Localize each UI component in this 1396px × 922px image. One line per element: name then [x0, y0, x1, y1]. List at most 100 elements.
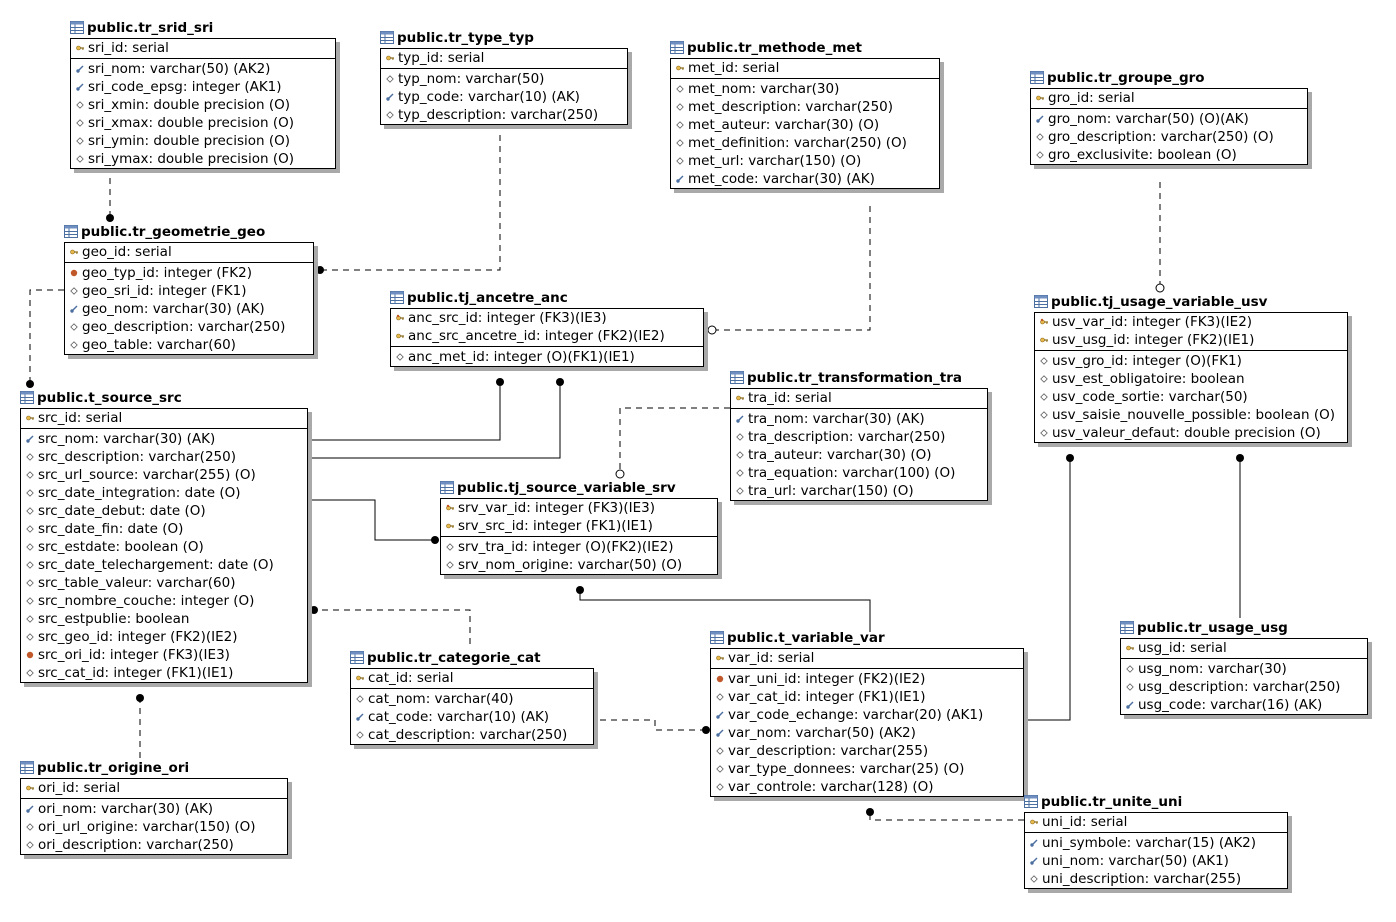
primary-key-column[interactable]: sri_id: serial	[71, 39, 335, 57]
column-row[interactable]: geo_sri_id: integer (FK1)	[65, 282, 313, 300]
column-row[interactable]: src_nom: varchar(30) (AK)	[21, 430, 307, 448]
column-row[interactable]: geo_table: varchar(60)	[65, 336, 313, 354]
primary-key-column[interactable]: typ_id: serial	[381, 49, 627, 67]
column-row[interactable]: src_ori_id: integer (FK3)(IE3)	[21, 646, 307, 664]
column-row[interactable]: typ_description: varchar(250)	[381, 106, 627, 124]
column-row[interactable]: srv_tra_id: integer (O)(FK2)(IE2)	[441, 538, 717, 556]
column-row[interactable]: uni_description: varchar(255)	[1025, 870, 1287, 888]
column-row[interactable]: sri_code_epsg: integer (AK1)	[71, 78, 335, 96]
table-title[interactable]: public.tj_source_variable_srv	[440, 478, 676, 498]
column-row[interactable]: tra_nom: varchar(30) (AK)	[731, 410, 987, 428]
table-title[interactable]: public.tr_usage_usg	[1120, 618, 1288, 638]
column-row[interactable]: var_code_echange: varchar(20) (AK1)	[711, 706, 1023, 724]
table-title[interactable]: public.tr_unite_uni	[1024, 792, 1182, 812]
primary-key-column[interactable]: srv_var_id: integer (FK3)(IE3)	[441, 499, 717, 517]
primary-key-column[interactable]: tra_id: serial	[731, 389, 987, 407]
primary-key-column[interactable]: gro_id: serial	[1031, 89, 1307, 107]
column-row[interactable]: geo_typ_id: integer (FK2)	[65, 264, 313, 282]
column-row[interactable]: cat_code: varchar(10) (AK)	[351, 708, 593, 726]
table-title[interactable]: public.t_source_src	[20, 388, 182, 408]
column-row[interactable]: usv_gro_id: integer (O)(FK1)	[1035, 352, 1347, 370]
primary-key-column[interactable]: anc_src_id: integer (FK3)(IE3)	[391, 309, 703, 327]
column-row[interactable]: gro_exclusivite: boolean (O)	[1031, 146, 1307, 164]
column-row[interactable]: var_type_donnees: varchar(25) (O)	[711, 760, 1023, 778]
column-row[interactable]: usg_nom: varchar(30)	[1121, 660, 1367, 678]
column-row[interactable]: sri_ymax: double precision (O)	[71, 150, 335, 168]
primary-key-column[interactable]: src_id: serial	[21, 409, 307, 427]
column-row[interactable]: src_estpublie: boolean	[21, 610, 307, 628]
column-row[interactable]: uni_symbole: varchar(15) (AK2)	[1025, 834, 1287, 852]
column-row[interactable]: src_date_integration: date (O)	[21, 484, 307, 502]
table-title[interactable]: public.tr_groupe_gro	[1030, 68, 1205, 88]
column-row[interactable]: ori_description: varchar(250)	[21, 836, 287, 854]
table-title[interactable]: public.tr_categorie_cat	[350, 648, 541, 668]
table-title[interactable]: public.tr_methode_met	[670, 38, 862, 58]
primary-key-column[interactable]: ori_id: serial	[21, 779, 287, 797]
column-row[interactable]: src_estdate: boolean (O)	[21, 538, 307, 556]
column-row[interactable]: gro_nom: varchar(50) (O)(AK)	[1031, 110, 1307, 128]
column-row[interactable]: sri_ymin: double precision (O)	[71, 132, 335, 150]
primary-key-column[interactable]: usv_usg_id: integer (FK2)(IE1)	[1035, 331, 1347, 349]
primary-key-column[interactable]: var_id: serial	[711, 649, 1023, 667]
column-row[interactable]: tra_url: varchar(150) (O)	[731, 482, 987, 500]
column-row[interactable]: sri_nom: varchar(50) (AK2)	[71, 60, 335, 78]
column-row[interactable]: met_description: varchar(250)	[671, 98, 939, 116]
column-row[interactable]: tra_equation: varchar(100) (O)	[731, 464, 987, 482]
table-title[interactable]: public.tr_srid_sri	[70, 18, 213, 38]
column-row[interactable]: ori_nom: varchar(30) (AK)	[21, 800, 287, 818]
table-title[interactable]: public.tr_origine_ori	[20, 758, 189, 778]
column-row[interactable]: ori_url_origine: varchar(150) (O)	[21, 818, 287, 836]
primary-key-column[interactable]: cat_id: serial	[351, 669, 593, 687]
column-row[interactable]: met_nom: varchar(30)	[671, 80, 939, 98]
column-row[interactable]: met_url: varchar(150) (O)	[671, 152, 939, 170]
column-row[interactable]: cat_description: varchar(250)	[351, 726, 593, 744]
column-row[interactable]: typ_code: varchar(10) (AK)	[381, 88, 627, 106]
column-row[interactable]: src_description: varchar(250)	[21, 448, 307, 466]
column-row[interactable]: uni_nom: varchar(50) (AK1)	[1025, 852, 1287, 870]
column-row[interactable]: srv_nom_origine: varchar(50) (O)	[441, 556, 717, 574]
column-row[interactable]: usv_saisie_nouvelle_possible: boolean (O…	[1035, 406, 1347, 424]
column-row[interactable]: var_uni_id: integer (FK2)(IE2)	[711, 670, 1023, 688]
column-row[interactable]: src_cat_id: integer (FK1)(IE1)	[21, 664, 307, 682]
column-row[interactable]: usv_code_sortie: varchar(50)	[1035, 388, 1347, 406]
column-row[interactable]: tra_description: varchar(250)	[731, 428, 987, 446]
column-row[interactable]: geo_description: varchar(250)	[65, 318, 313, 336]
column-row[interactable]: src_date_telechargement: date (O)	[21, 556, 307, 574]
table-title[interactable]: public.tr_geometrie_geo	[64, 222, 265, 242]
table-title[interactable]: public.tr_transformation_tra	[730, 368, 962, 388]
primary-key-column[interactable]: usv_var_id: integer (FK3)(IE2)	[1035, 313, 1347, 331]
column-row[interactable]: src_date_debut: date (O)	[21, 502, 307, 520]
column-row[interactable]: tra_auteur: varchar(30) (O)	[731, 446, 987, 464]
table-title[interactable]: public.tj_ancetre_anc	[390, 288, 568, 308]
column-row[interactable]: met_definition: varchar(250) (O)	[671, 134, 939, 152]
primary-key-column[interactable]: usg_id: serial	[1121, 639, 1367, 657]
column-row[interactable]: var_nom: varchar(50) (AK2)	[711, 724, 1023, 742]
column-row[interactable]: usg_code: varchar(16) (AK)	[1121, 696, 1367, 714]
table-title[interactable]: public.t_variable_var	[710, 628, 885, 648]
column-row[interactable]: src_nombre_couche: integer (O)	[21, 592, 307, 610]
table-title[interactable]: public.tj_usage_variable_usv	[1034, 292, 1267, 312]
primary-key-column[interactable]: geo_id: serial	[65, 243, 313, 261]
column-row[interactable]: cat_nom: varchar(40)	[351, 690, 593, 708]
column-row[interactable]: src_url_source: varchar(255) (O)	[21, 466, 307, 484]
primary-key-column[interactable]: uni_id: serial	[1025, 813, 1287, 831]
column-row[interactable]: src_table_valeur: varchar(60)	[21, 574, 307, 592]
column-row[interactable]: var_controle: varchar(128) (O)	[711, 778, 1023, 796]
table-title[interactable]: public.tr_type_typ	[380, 28, 534, 48]
column-row[interactable]: anc_met_id: integer (O)(FK1)(IE1)	[391, 348, 703, 366]
column-row[interactable]: src_date_fin: date (O)	[21, 520, 307, 538]
column-row[interactable]: typ_nom: varchar(50)	[381, 70, 627, 88]
column-row[interactable]: geo_nom: varchar(30) (AK)	[65, 300, 313, 318]
column-row[interactable]: usv_valeur_defaut: double precision (O)	[1035, 424, 1347, 442]
column-row[interactable]: met_code: varchar(30) (AK)	[671, 170, 939, 188]
column-row[interactable]: met_auteur: varchar(30) (O)	[671, 116, 939, 134]
primary-key-column[interactable]: met_id: serial	[671, 59, 939, 77]
column-row[interactable]: var_description: varchar(255)	[711, 742, 1023, 760]
column-row[interactable]: sri_xmax: double precision (O)	[71, 114, 335, 132]
column-row[interactable]: src_geo_id: integer (FK2)(IE2)	[21, 628, 307, 646]
primary-key-column[interactable]: anc_src_ancetre_id: integer (FK2)(IE2)	[391, 327, 703, 345]
column-row[interactable]: gro_description: varchar(250) (O)	[1031, 128, 1307, 146]
column-row[interactable]: var_cat_id: integer (FK1)(IE1)	[711, 688, 1023, 706]
primary-key-column[interactable]: srv_src_id: integer (FK1)(IE1)	[441, 517, 717, 535]
column-row[interactable]: usv_est_obligatoire: boolean	[1035, 370, 1347, 388]
